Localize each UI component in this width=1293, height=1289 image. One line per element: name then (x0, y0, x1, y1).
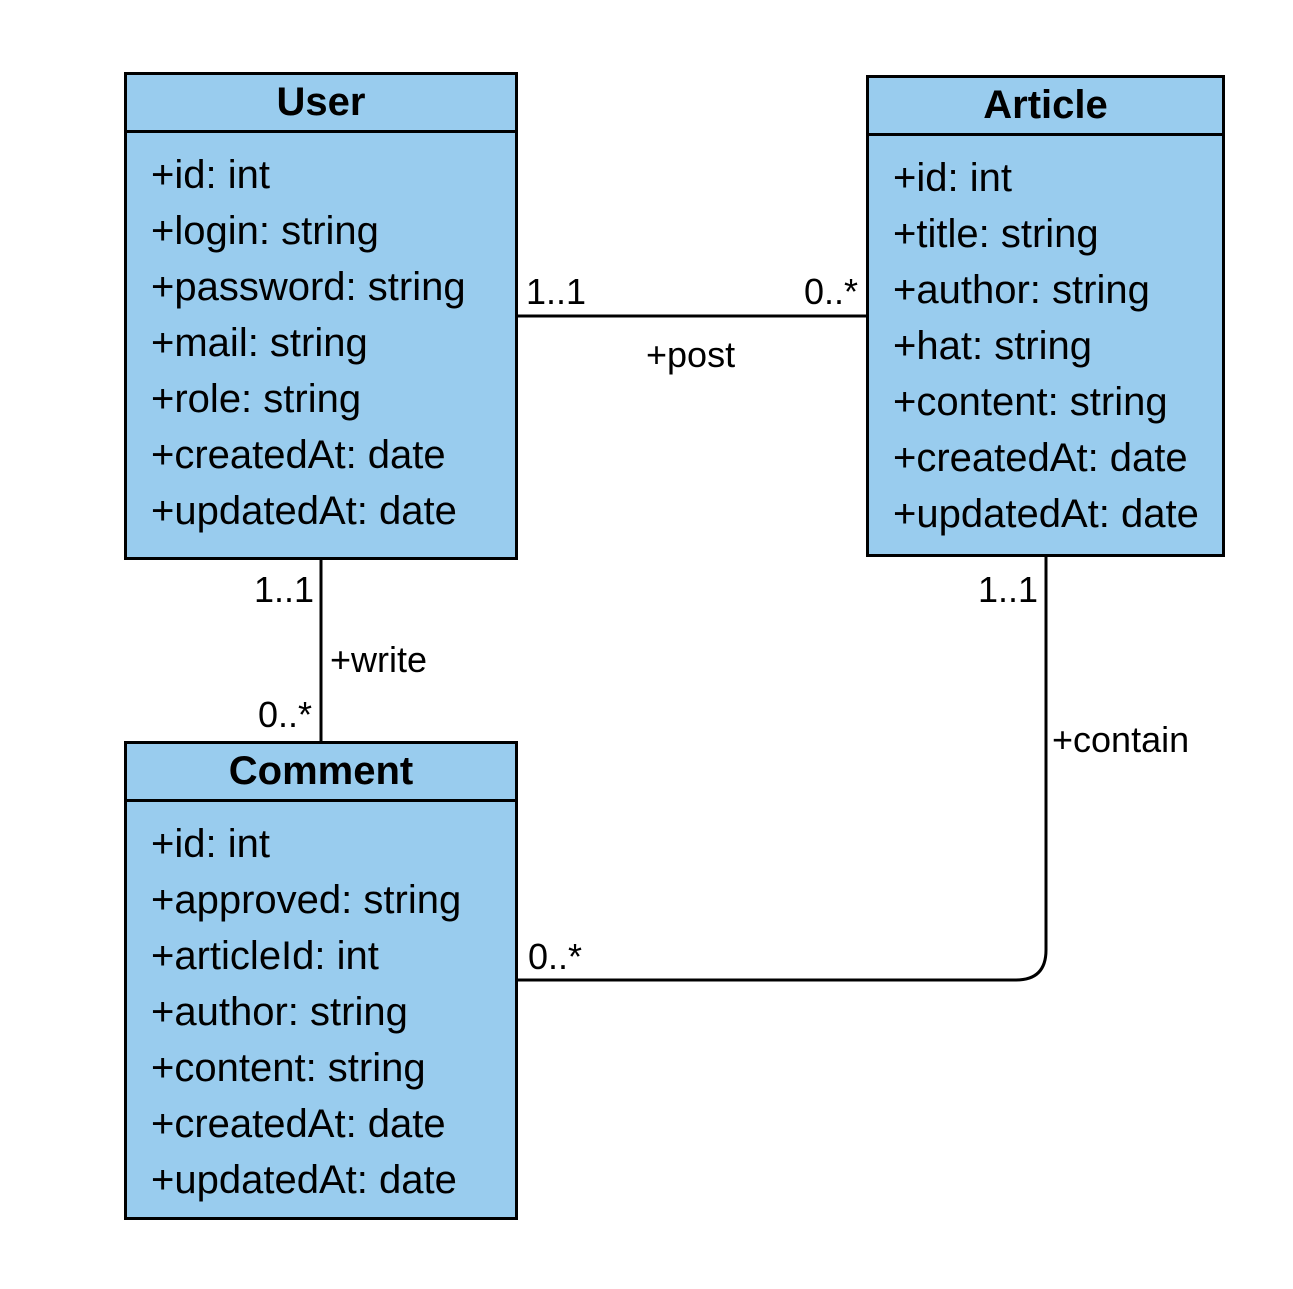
user-attribute: +mail: string (151, 321, 368, 365)
write-association-label: +write (330, 639, 428, 680)
comment-class-name: Comment (127, 744, 515, 802)
user-attribute: +id: int (151, 153, 270, 197)
user-class-name: User (127, 75, 515, 133)
article-attributes: +id: int +title: string +author: string … (869, 136, 1222, 542)
article-attribute: +createdAt: date (893, 436, 1188, 480)
article-attribute: +author: string (893, 268, 1150, 312)
contain-association-line (518, 557, 1048, 982)
user-attribute: +password: string (151, 265, 466, 309)
user-attribute: +createdAt: date (151, 433, 446, 477)
comment-attribute: +approved: string (151, 878, 462, 922)
write-target-multiplicity: 0..* (258, 694, 313, 735)
user-attributes: +id: int +login: string +password: strin… (127, 133, 515, 539)
contain-association-label: +contain (1052, 719, 1190, 760)
post-target-multiplicity: 0..* (804, 271, 859, 312)
comment-attribute: +articleId: int (151, 934, 379, 978)
write-source-multiplicity: 1..1 (254, 569, 315, 610)
post-source-multiplicity: 1..1 (526, 271, 587, 312)
article-attribute: +hat: string (893, 324, 1093, 368)
contain-source-multiplicity: 1..1 (978, 569, 1039, 610)
user-attribute: +role: string (151, 377, 362, 421)
user-attribute: +updatedAt: date (151, 489, 457, 533)
comment-class: Comment +id: int +approved: string +arti… (124, 741, 518, 1220)
comment-attribute: +id: int (151, 822, 270, 866)
contain-target-multiplicity: 0..* (528, 936, 583, 977)
comment-attribute: +content: string (151, 1046, 426, 1090)
comment-attribute: +createdAt: date (151, 1102, 446, 1146)
article-class-name: Article (869, 78, 1222, 136)
comment-attributes: +id: int +approved: string +articleId: i… (127, 802, 515, 1208)
article-class: Article +id: int +title: string +author:… (866, 75, 1225, 557)
user-attribute: +login: string (151, 209, 379, 253)
article-attribute: +title: string (893, 212, 1099, 256)
post-association-label: +post (646, 334, 736, 375)
comment-attribute: +author: string (151, 990, 408, 1034)
comment-attribute: +updatedAt: date (151, 1158, 457, 1202)
article-attribute: +updatedAt: date (893, 492, 1199, 536)
user-class: User +id: int +login: string +password: … (124, 72, 518, 560)
article-attribute: +content: string (893, 380, 1168, 424)
article-attribute: +id: int (893, 156, 1012, 200)
